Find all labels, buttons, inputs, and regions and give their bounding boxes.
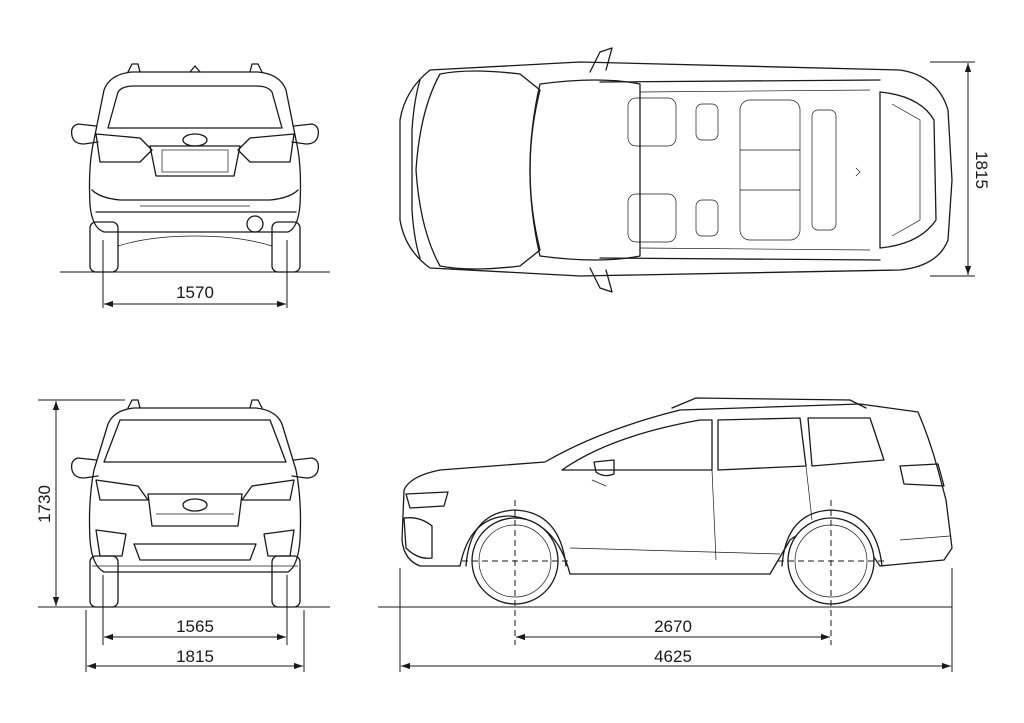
overall-length-label: 4625 [654,647,692,666]
overall-height-label: 1730 [35,485,54,523]
front-view: 1730 1565 1815 [35,399,330,672]
front-track-label: 1565 [176,617,214,636]
wheelbase-label: 2670 [654,617,692,636]
overall-width-top-label: 1815 [972,151,991,189]
rear-view: 1570 [60,63,330,308]
rear-track-label: 1570 [176,283,214,302]
overall-width-front-label: 1815 [176,647,214,666]
top-view: 1815 [399,47,991,293]
side-view: 2670 4625 [378,397,953,672]
